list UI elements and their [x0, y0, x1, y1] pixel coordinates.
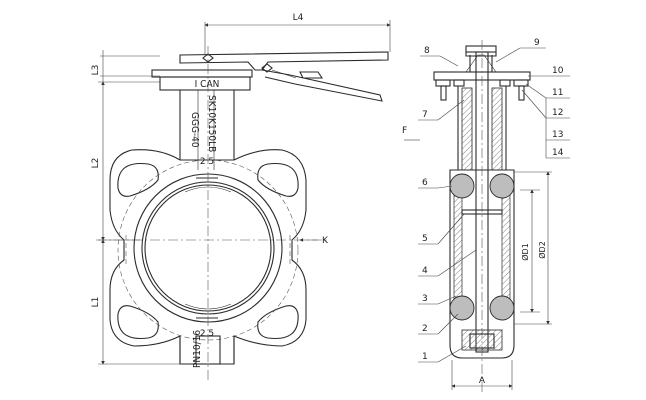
svg-text:11: 11 — [552, 88, 563, 98]
callout-4: 4 — [418, 249, 477, 277]
svg-text:9: 9 — [534, 38, 540, 48]
svg-text:1: 1 — [422, 352, 428, 362]
body-markings: I CAN SK10K150LB GGG-40 2 5 2 5 PN10/16 — [189, 79, 219, 368]
label-d1: ØD1 — [520, 243, 530, 261]
callout-5: 5 — [418, 213, 465, 245]
section-marker-f: F — [402, 126, 420, 141]
label-a: A — [479, 376, 486, 386]
callout-1: 1 — [418, 345, 467, 363]
callout-12: 12 — [521, 89, 570, 119]
dimension-a: A — [451, 360, 513, 390]
label-l3: L3 — [91, 65, 101, 76]
svg-text:2: 2 — [422, 324, 428, 334]
dimension-l3: L3 — [91, 50, 160, 82]
valve-body — [96, 46, 330, 380]
brand-mark: I CAN — [195, 79, 220, 90]
svg-text:3: 3 — [422, 294, 428, 304]
label-f: F — [402, 126, 407, 136]
part-callouts: 8 7 6 5 4 3 2 — [418, 38, 570, 363]
callout-10: 10 — [528, 66, 570, 77]
callout-14: 14 — [546, 148, 570, 159]
svg-text:6: 6 — [422, 178, 428, 188]
svg-text:12: 12 — [552, 108, 563, 118]
label-k: K — [322, 236, 329, 246]
dimension-l1: L1 — [91, 239, 180, 365]
callout-13: 13 — [546, 130, 570, 141]
front-view: L4 L3 L2 L1 — [91, 13, 391, 380]
svg-text:4: 4 — [422, 266, 428, 276]
callout-8: 8 — [420, 46, 459, 67]
top-bolts — [435, 79, 529, 101]
label-d2: ØD2 — [537, 241, 547, 259]
svg-text:8: 8 — [424, 46, 430, 56]
callout-2: 2 — [418, 313, 459, 335]
dimension-d1-d2: ØD1 ØD2 — [514, 171, 552, 325]
svg-text:14: 14 — [552, 148, 564, 158]
svg-text:13: 13 — [552, 130, 563, 140]
label-l1: L1 — [91, 297, 101, 308]
svg-text:7: 7 — [422, 110, 428, 120]
label-l2: L2 — [91, 158, 101, 169]
model-mark: SK10K150LB — [206, 95, 217, 152]
label-l4: L4 — [293, 13, 304, 23]
material-mark: GGG-40 — [189, 112, 200, 148]
dimension-l4: L4 — [204, 13, 391, 55]
pressure-mark: PN10/16 — [192, 330, 203, 368]
callout-11: 11 — [525, 83, 570, 99]
top-flange-and-neck — [159, 76, 251, 170]
svg-text:5: 5 — [422, 234, 428, 244]
callout-3: 3 — [418, 294, 457, 305]
svg-text:10: 10 — [552, 66, 564, 76]
callout-6: 6 — [418, 178, 453, 189]
side-section-view: A ØD1 ØD2 F — [402, 40, 552, 392]
size-mark-bottom: 2 5 — [200, 329, 214, 339]
callout-9: 9 — [495, 38, 546, 63]
callout-7: 7 — [418, 99, 465, 121]
size-mark-top: 2 5 — [200, 157, 214, 167]
section-marker-k: K — [299, 236, 329, 246]
